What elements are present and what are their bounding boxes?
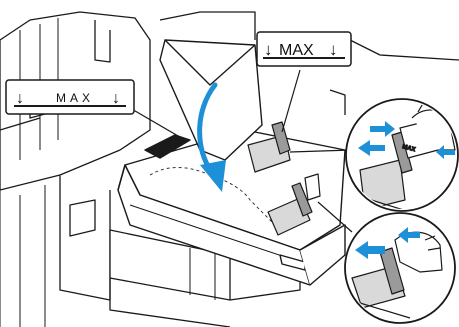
max-left-arrow-right: ↓	[112, 90, 120, 107]
max-left-text: MAX	[56, 91, 94, 105]
detail-circle-slide	[318, 202, 455, 323]
max-top-arrow-right: ↓	[329, 40, 338, 59]
max-left-arrow-left: ↓	[16, 90, 24, 107]
max-label-top: ↓ MAX ↓	[257, 32, 351, 132]
max-top-text: MAX	[279, 42, 314, 59]
max-top-arrow-left: ↓	[264, 40, 273, 59]
